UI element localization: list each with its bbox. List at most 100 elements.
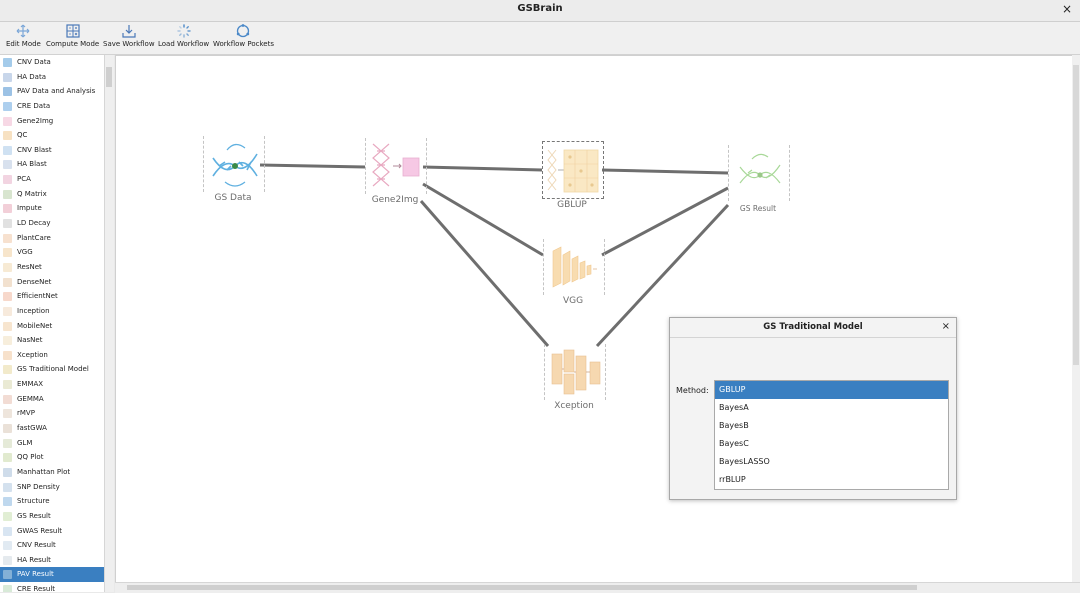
node-gs-data[interactable]: GS Data	[203, 136, 265, 203]
sidebar-item[interactable]: Gene2Img	[0, 114, 104, 129]
canvas-vertical-scrollbar-thumb[interactable]	[1073, 65, 1079, 365]
module-icon	[3, 394, 12, 404]
module-icon	[3, 204, 12, 214]
sidebar-item[interactable]: HA Data	[0, 70, 104, 85]
method-option[interactable]: GBLUP	[715, 381, 948, 399]
sidebar-item[interactable]: Impute	[0, 201, 104, 216]
sidebar-item[interactable]: GLM	[0, 436, 104, 451]
edge-gblup-gsresult	[601, 168, 729, 175]
sidebar-item[interactable]: GS Traditional Model	[0, 362, 104, 377]
sidebar-item-label: HA Blast	[17, 160, 47, 169]
sidebar-item-label: Manhattan Plot	[17, 467, 71, 476]
sidebar-item[interactable]: PAV Result	[0, 567, 104, 583]
compute-mode-button[interactable]: Compute Mode	[46, 24, 99, 48]
method-list[interactable]: GBLUP BayesA BayesB BayesC BayesLASSO rrBLUP	[714, 380, 949, 490]
sidebar-item[interactable]: MobileNet	[0, 319, 104, 334]
method-option[interactable]: rrBLUP	[719, 475, 746, 484]
module-icon	[3, 467, 12, 477]
sidebar-item[interactable]: NasNet	[0, 333, 104, 348]
canvas-vertical-scrollbar[interactable]	[1072, 55, 1080, 582]
sidebar-item[interactable]: GEMMA	[0, 392, 104, 407]
sidebar-item[interactable]: GWAS Result	[0, 524, 104, 539]
sidebar-item[interactable]: PAV Data and Analysis	[0, 84, 104, 99]
sidebar-item[interactable]: GS Result	[0, 509, 104, 524]
sidebar-item[interactable]: CNV Blast	[0, 143, 104, 158]
save-workflow-button[interactable]: Save Workflow	[103, 24, 155, 48]
sidebar-item[interactable]: PlantCare	[0, 231, 104, 246]
node-gene2img[interactable]: Gene2Img	[365, 138, 427, 205]
sidebar-item-label: Structure	[17, 497, 50, 506]
method-option[interactable]: BayesB	[719, 421, 749, 430]
node-gblup[interactable]: GBLUP	[542, 141, 604, 210]
workflow-pockets-button[interactable]: Workflow Pockets	[213, 24, 274, 48]
method-option[interactable]: BayesA	[719, 403, 749, 412]
sidebar-item-label: fastGWA	[17, 424, 47, 433]
sidebar-item[interactable]: PCA	[0, 172, 104, 187]
module-icon	[3, 438, 12, 448]
sidebar-item[interactable]: SNP Density	[0, 480, 104, 495]
sidebar-item[interactable]: Manhattan Plot	[0, 465, 104, 480]
module-icon	[3, 101, 12, 111]
node-vgg[interactable]: VGG	[543, 239, 605, 306]
refresh-circle-icon	[237, 24, 250, 38]
xception-label: Xception	[554, 401, 594, 411]
sidebar-item[interactable]: EfficientNet	[0, 289, 104, 304]
node-gs-result[interactable]: GS Result	[728, 145, 790, 213]
sidebar-item[interactable]: HA Blast	[0, 157, 104, 172]
module-icon	[3, 511, 12, 521]
sidebar-item[interactable]: rMVP	[0, 406, 104, 421]
module-icon	[3, 350, 12, 360]
sidebar-item[interactable]: LD Decay	[0, 216, 104, 231]
sidebar-item[interactable]: Inception	[0, 304, 104, 319]
sidebar-item-label: GS Result	[17, 511, 51, 520]
sidebar-item[interactable]: VGG	[0, 245, 104, 260]
sidebar-item-label: LD Decay	[17, 219, 51, 228]
module-icon	[3, 248, 12, 258]
sidebar-scrollbar-thumb[interactable]	[106, 67, 112, 87]
gs-result-icon	[739, 153, 781, 184]
module-icon	[3, 131, 12, 141]
sidebar-item[interactable]: CNV Result	[0, 538, 104, 553]
node-xception[interactable]: Xception	[544, 344, 606, 411]
sidebar-item[interactable]: Q Matrix	[0, 187, 104, 202]
close-icon[interactable]: ×	[1061, 2, 1072, 16]
sidebar-item[interactable]: HA Result	[0, 553, 104, 568]
module-icon	[3, 453, 12, 463]
sidebar-item[interactable]: EMMAX	[0, 377, 104, 392]
canvas-horizontal-scrollbar[interactable]	[115, 582, 1080, 593]
edge-gene2img-xception	[419, 200, 550, 347]
sidebar-item[interactable]: DenseNet	[0, 275, 104, 290]
module-icon	[3, 160, 12, 170]
module-icon	[3, 541, 12, 551]
module-icon	[3, 175, 12, 185]
sidebar-item[interactable]: QQ Plot	[0, 450, 104, 465]
vgg-box	[543, 239, 605, 295]
sidebar-item-label: CRE Result	[17, 585, 56, 592]
sidebar-item[interactable]: Structure	[0, 494, 104, 509]
gene-to-image-icon	[372, 143, 420, 187]
sidebar-item[interactable]: CRE Result	[0, 582, 104, 592]
method-option[interactable]: BayesLASSO	[719, 457, 770, 466]
sidebar-item[interactable]: CNV Data	[0, 55, 104, 70]
dialog-close-icon[interactable]: ×	[941, 321, 950, 332]
sidebar-item-label: EfficientNet	[17, 292, 58, 301]
sidebar-scrollbar[interactable]	[104, 55, 114, 592]
sidebar-item[interactable]: CRE Data	[0, 99, 104, 114]
module-icon	[3, 424, 12, 434]
sidebar-item[interactable]: Xception	[0, 348, 104, 363]
canvas-horizontal-scrollbar-thumb[interactable]	[127, 585, 917, 590]
module-icon	[3, 306, 12, 316]
sidebar-item-label: ResNet	[17, 262, 42, 271]
sidebar-item[interactable]: fastGWA	[0, 421, 104, 436]
method-option[interactable]: BayesC	[719, 439, 749, 448]
edit-mode-button[interactable]: Edit Mode	[6, 24, 41, 48]
sidebar-item[interactable]: ResNet	[0, 260, 104, 275]
sidebar-item-label: rMVP	[17, 409, 35, 418]
sidebar-item[interactable]: QC	[0, 128, 104, 143]
edit-mode-label: Edit Mode	[6, 40, 41, 48]
gs-data-box	[203, 136, 265, 192]
sidebar-item-label: CNV Data	[17, 58, 51, 66]
vgg-label: VGG	[562, 296, 584, 306]
load-workflow-button[interactable]: Load Workflow	[158, 24, 209, 48]
xception-network-icon	[551, 349, 601, 395]
